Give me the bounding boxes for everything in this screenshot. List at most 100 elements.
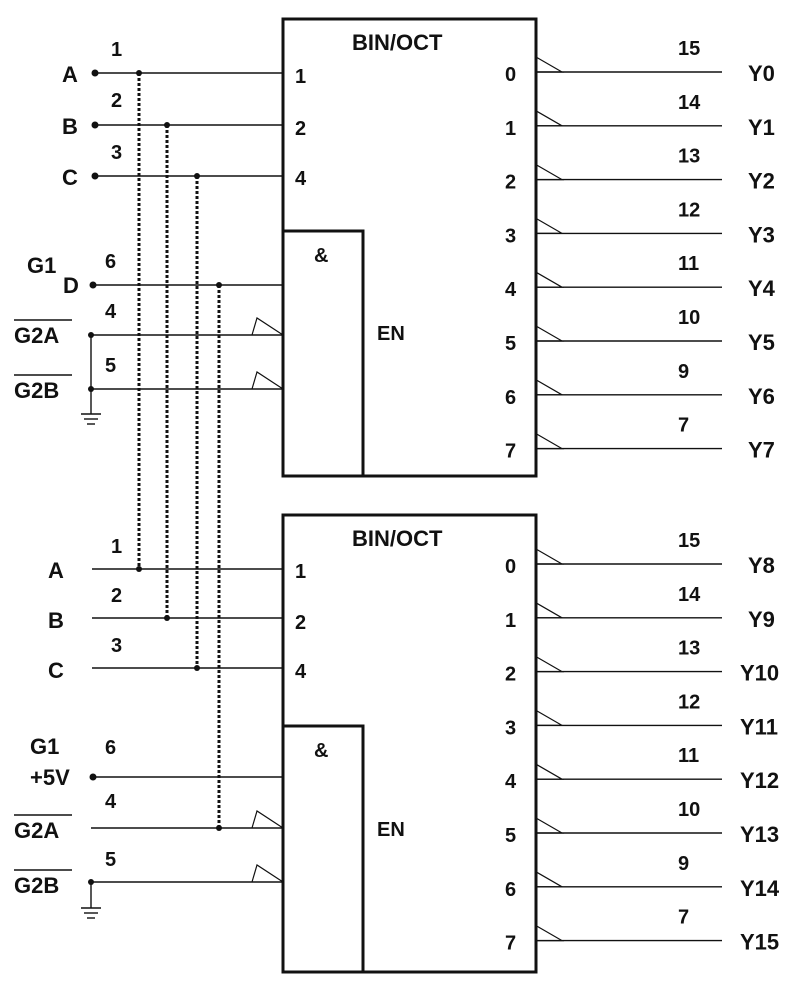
outputs-bottom: 015Y8114Y9213Y10312Y11411Y12510Y1369Y147… [505, 530, 780, 955]
output-index: 2 [505, 172, 516, 194]
output-inverter [535, 164, 565, 181]
output-index: 3 [505, 717, 516, 739]
output-inverter [535, 56, 565, 73]
output-inverter [535, 325, 565, 342]
g1-label: G1 [30, 734, 59, 759]
junction-d-top [216, 282, 222, 288]
terminal-c [91, 172, 99, 180]
output-pin-number: 15 [678, 38, 700, 60]
output-pin-number: 9 [678, 853, 689, 875]
g1-signal-label: +5V [30, 765, 70, 790]
pin-number-a: 1 [111, 39, 122, 61]
output-name: Y10 [740, 661, 779, 686]
output-pin-number: 11 [678, 253, 699, 275]
input-weight-1: 1 [295, 66, 306, 88]
output-name: Y12 [740, 768, 779, 793]
output-inverter [535, 110, 565, 127]
output-pin-number: 15 [678, 530, 700, 552]
junction-d-bottom [216, 825, 222, 831]
inverter-g2a [251, 810, 284, 829]
output-name: Y13 [740, 822, 779, 847]
output-index: 1 [505, 118, 516, 140]
pin-number-a: 1 [111, 536, 122, 558]
junction-a-top [136, 70, 142, 76]
g1-label: G1 [27, 253, 56, 278]
input-weight-2: 2 [295, 118, 306, 140]
output-name: Y5 [748, 330, 775, 355]
input-weight-4: 4 [295, 168, 307, 190]
and-symbol: & [314, 245, 328, 267]
pin-number-g1: 6 [105, 737, 116, 759]
output-inverter [535, 871, 565, 888]
output-pin-number: 14 [678, 92, 701, 114]
inverter-g2b [251, 371, 284, 390]
junction-b-top [164, 122, 170, 128]
junction-a-bottom [136, 566, 142, 572]
pin-number-b: 2 [111, 585, 122, 607]
output-index: 2 [505, 664, 516, 686]
output-pin-number: 10 [678, 307, 700, 329]
output-pin-number: 12 [678, 199, 700, 221]
decoder-chip-bottom: BIN/OCT & EN 1 2 4 A B C 1 2 3 G1 +5V 6 … [14, 513, 780, 974]
output-name: Y15 [740, 930, 779, 955]
output-inverter [535, 217, 565, 234]
output-name: Y9 [748, 607, 775, 632]
enable-block [281, 724, 365, 974]
input-weight-4: 4 [295, 661, 307, 683]
terminal-d [89, 281, 97, 289]
junction-b-bottom [164, 615, 170, 621]
g2b-label: G2B [14, 873, 59, 898]
output-name: Y7 [748, 438, 775, 463]
output-index: 7 [505, 441, 516, 463]
input-label-b: B [62, 114, 78, 139]
chip-title: BIN/OCT [352, 30, 443, 55]
and-symbol: & [314, 740, 328, 762]
output-name: Y11 [740, 714, 778, 739]
output-pin-number: 12 [678, 691, 700, 713]
pin-number-g2a: 4 [105, 791, 117, 813]
input-label-b: B [48, 608, 64, 633]
output-inverter [535, 602, 565, 619]
terminal-5v [89, 773, 97, 781]
output-index: 6 [505, 387, 516, 409]
input-label-c: C [48, 658, 64, 683]
inverter-g2a [251, 317, 284, 336]
enable-block [281, 229, 365, 478]
output-inverter [535, 763, 565, 780]
output-name: Y0 [748, 61, 775, 86]
output-pin-number: 13 [678, 638, 700, 660]
output-index: 5 [505, 825, 516, 847]
output-index: 1 [505, 610, 516, 632]
output-inverter [535, 271, 565, 288]
pin-number-c: 3 [111, 635, 122, 657]
output-index: 4 [505, 771, 517, 793]
terminal-b [91, 121, 99, 129]
enable-label: EN [377, 819, 405, 841]
output-inverter [535, 548, 565, 565]
terminal-a [91, 69, 99, 77]
pin-number-g2b: 5 [105, 849, 116, 871]
bus-connections [136, 70, 222, 831]
output-pin-number: 14 [678, 584, 701, 606]
pin-number-c: 3 [111, 142, 122, 164]
output-pin-number: 11 [678, 745, 699, 767]
output-inverter [535, 433, 565, 450]
ground-icon [81, 879, 101, 919]
enable-label: EN [377, 323, 405, 345]
output-name: Y3 [748, 222, 775, 247]
output-pin-number: 13 [678, 146, 700, 168]
junction-c-bottom [194, 665, 200, 671]
pin-number-b: 2 [111, 90, 122, 112]
output-name: Y14 [740, 876, 780, 901]
output-pin-number: 7 [678, 907, 689, 929]
output-index: 4 [505, 279, 517, 301]
input-label-c: C [62, 165, 78, 190]
output-inverter [535, 656, 565, 673]
pin-number-g2a: 4 [105, 301, 117, 323]
output-inverter [535, 379, 565, 396]
output-name: Y4 [748, 276, 776, 301]
pin-number-g2b: 5 [105, 355, 116, 377]
output-index: 5 [505, 333, 516, 355]
output-inverter [535, 925, 565, 942]
